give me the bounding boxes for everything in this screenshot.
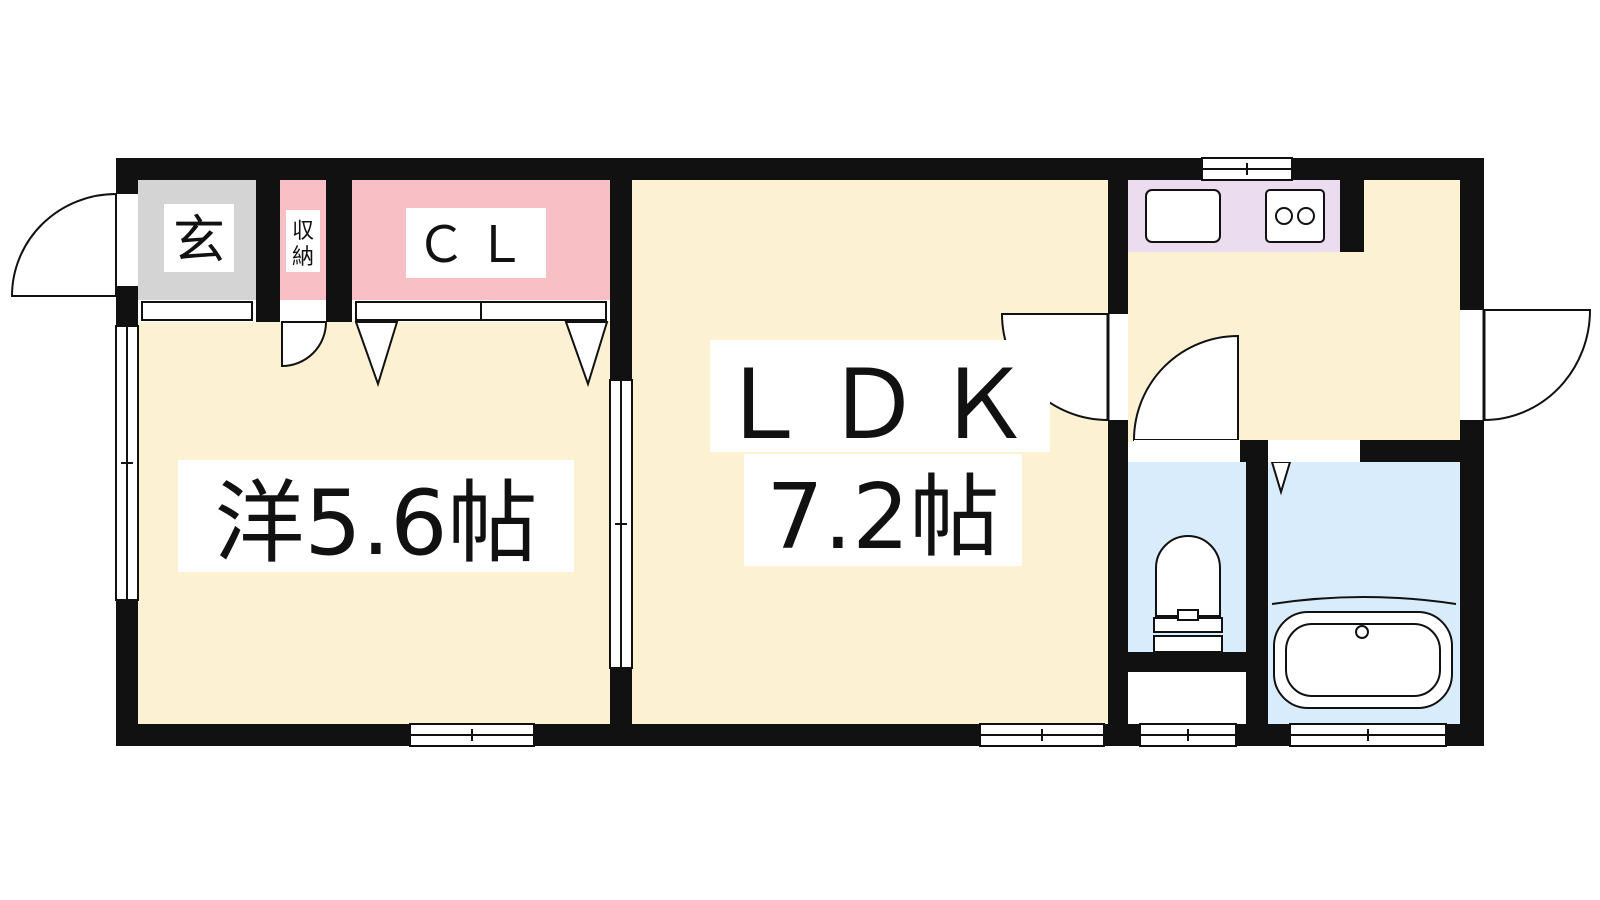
bathtub-icon [1271,596,1457,709]
storage-label-line2: 納 [292,245,314,270]
closet-label: ＣＬ [416,216,536,274]
closet-label-bg [406,208,546,278]
toilet-icon [1153,535,1223,653]
sink-icon [1145,189,1221,243]
entrance-label: 玄 [173,211,225,271]
ldk-label: ＬＤＫ [715,349,1045,461]
western-room-label: 洋5.6帖 [214,471,537,576]
toilet-doorway [1134,440,1240,462]
window-icon [115,157,1447,747]
western-room-label-bg [178,460,574,572]
ldk-size-bg [744,454,1022,566]
storage-label-bg [286,210,320,272]
kitchen-doorway [1268,440,1360,462]
sliding-doors [141,301,607,321]
storage-label-line1: 収 [292,219,314,244]
entrance-label-bg [164,204,234,272]
ldk-label-bg [710,340,1050,452]
ldk-size-label: 7.2帖 [766,465,999,570]
stove-icon [1265,189,1325,243]
